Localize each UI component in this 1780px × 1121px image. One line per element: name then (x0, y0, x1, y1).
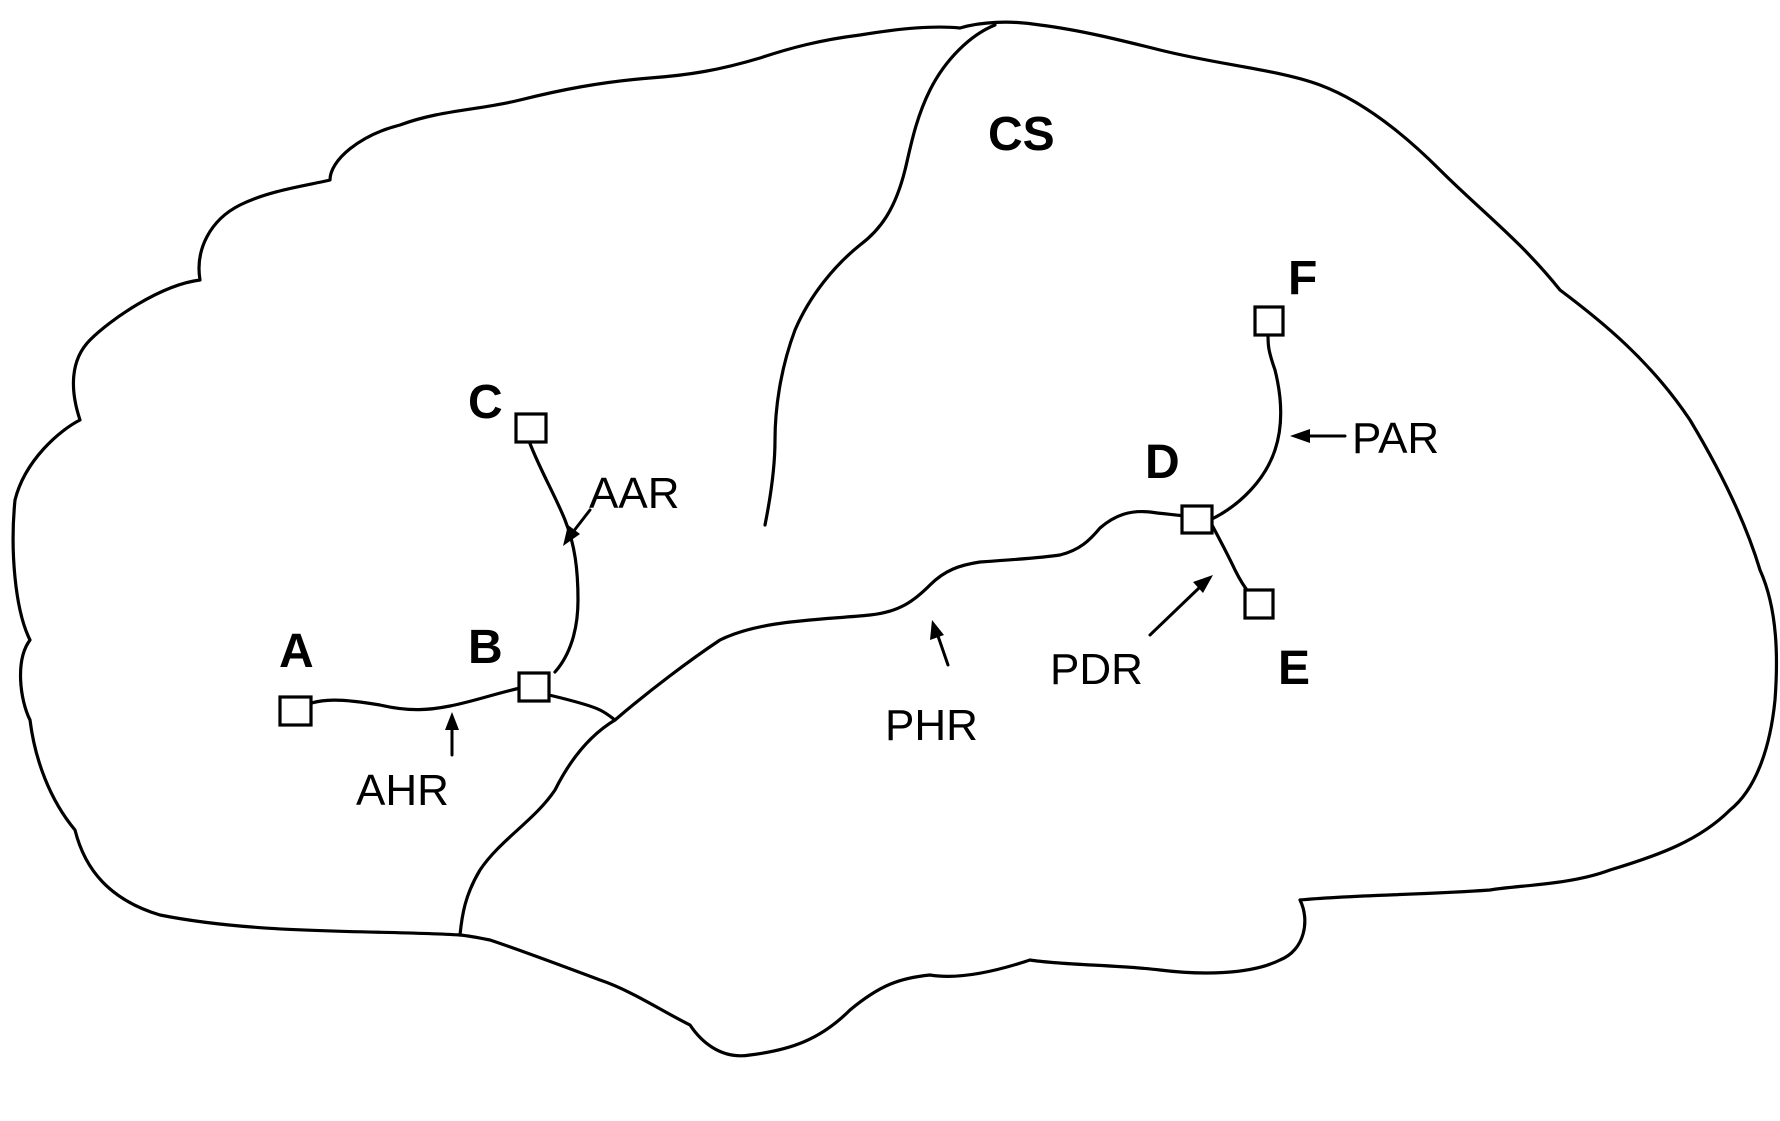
pdr-label: PDR (1050, 645, 1143, 694)
point-e-marker (1243, 588, 1275, 620)
sylvian-fissure (613, 509, 1202, 722)
point-a-label: A (279, 625, 314, 678)
point-b-label: B (468, 621, 503, 674)
temporal-lobe-boundary (458, 718, 617, 937)
point-d-marker (1180, 504, 1214, 535)
posterior-ascending-ramus (1210, 332, 1283, 521)
posterior-descending-ramus (1210, 523, 1252, 596)
aar-arrow (563, 508, 592, 546)
aar-label: AAR (589, 469, 679, 518)
point-d-label: D (1145, 436, 1180, 489)
anterior-ascending-ramus (527, 439, 580, 674)
phr-label: PHR (885, 701, 978, 750)
ahr-label: AHR (356, 766, 449, 815)
par-label: PAR (1352, 414, 1439, 463)
anterior-horizontal-ramus (294, 683, 537, 713)
pdr-arrow (1148, 575, 1213, 637)
point-f-label: F (1288, 252, 1317, 305)
ahr-arrow (445, 712, 459, 757)
par-arrow (1290, 429, 1347, 443)
brain-outline (11, 20, 1779, 1058)
point-c-label: C (468, 376, 503, 429)
b-to-sylvian-segment (547, 693, 617, 722)
point-b-marker (517, 671, 551, 703)
point-a-marker (278, 695, 313, 727)
central-sulcus-label: CS (988, 108, 1055, 161)
phr-arrow (930, 620, 950, 667)
point-c-marker (514, 412, 548, 444)
point-f-marker (1253, 305, 1285, 337)
central-sulcus (763, 23, 997, 527)
point-e-label: E (1278, 642, 1310, 695)
